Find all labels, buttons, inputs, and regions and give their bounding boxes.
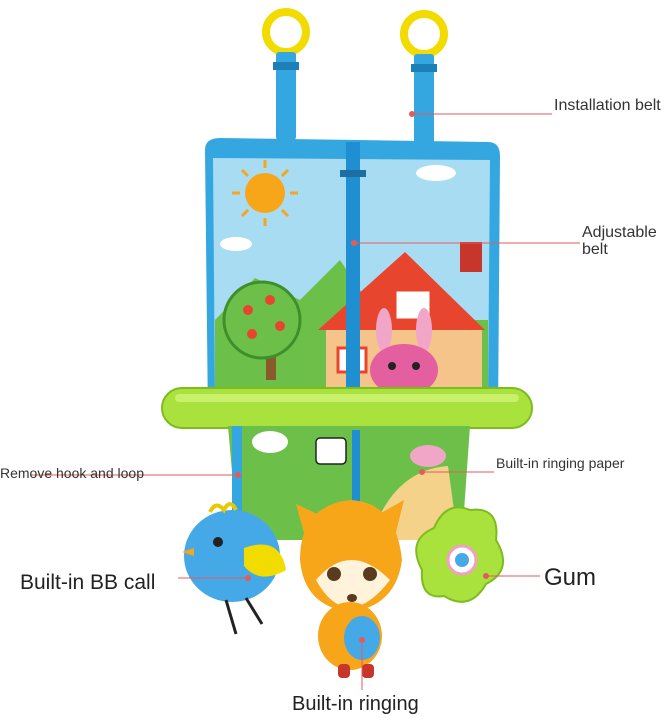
built-in-ringing-paper-label: Built-in ringing paper [496, 455, 625, 471]
pointer-lines [30, 111, 580, 690]
installation-straps [273, 52, 437, 144]
installation-belt-label: Installation belt [554, 97, 661, 114]
hanging-rings [262, 8, 448, 58]
toy-bar [161, 387, 533, 429]
remove-hook-and-loop-label: Remove hook and loop [0, 465, 144, 481]
fox-toy [296, 500, 404, 678]
adjustable-belt-label: Adjustable belt [582, 224, 657, 258]
blue-bird-toy [182, 502, 286, 635]
built-in-ringing-label: Built-in ringing [292, 693, 419, 715]
teether-toy [415, 506, 505, 603]
gum-label: Gum [544, 564, 597, 591]
built-in-bb-call-label: Built-in BB call [20, 571, 156, 594]
